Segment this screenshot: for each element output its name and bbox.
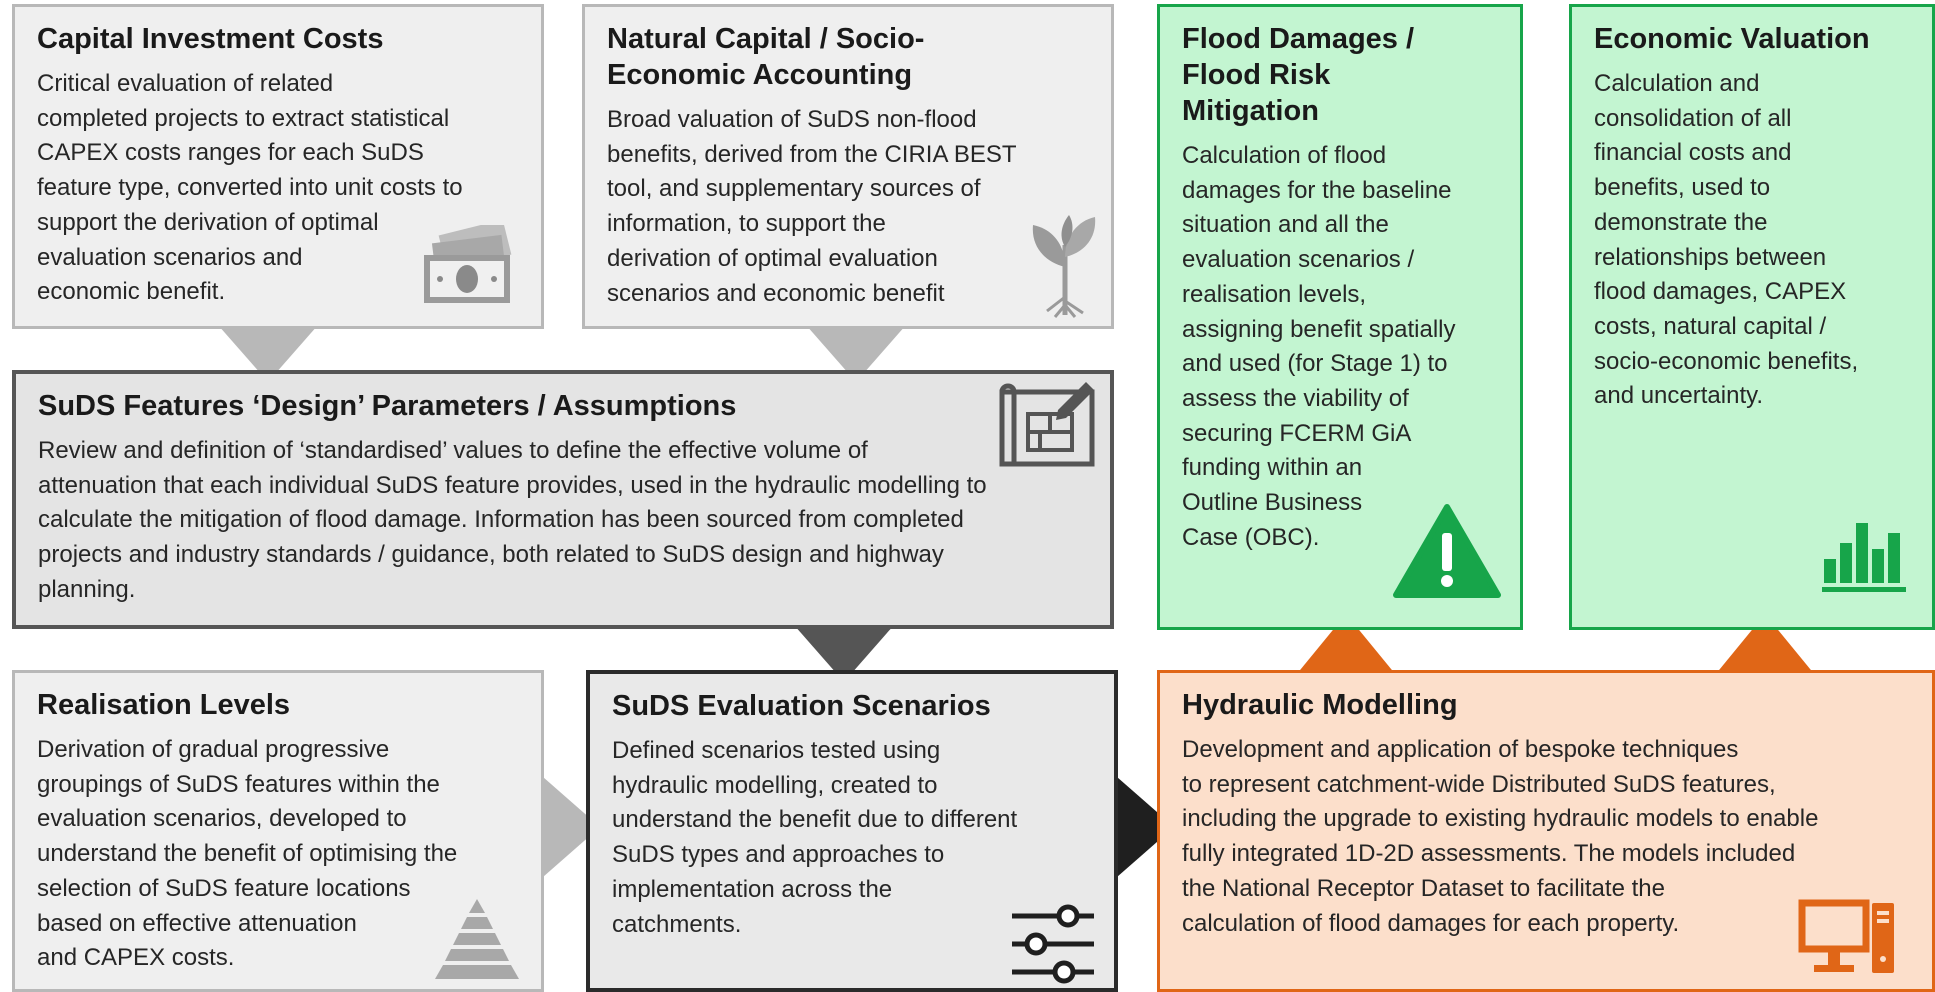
economic-valuation-box: Economic Valuation Calculation and conso…: [1569, 4, 1935, 630]
box-title: Economic Valuation: [1594, 23, 1870, 55]
arrow-design-to-scenarios: [794, 625, 894, 682]
box-title: Realisation Levels: [37, 689, 291, 721]
box-body: Critical evaluation of related completed…: [37, 70, 463, 306]
design-parameters-box: SuDS Features ‘Design’ Parameters / Assu…: [12, 370, 1114, 629]
arrow-realisation-to-scenarios: [543, 777, 600, 877]
natural-capital-box: Natural Capital / Socio- Economic Accoun…: [582, 4, 1114, 329]
pyramid-icon: [435, 899, 519, 979]
computer-icon: [1798, 899, 1894, 973]
hydraulic-modelling-box: Hydraulic Modelling Development and appl…: [1157, 670, 1935, 992]
evaluation-scenarios-box: SuDS Evaluation Scenarios Defined scenar…: [586, 670, 1118, 992]
box-title: SuDS Features ‘Design’ Parameters / Assu…: [38, 390, 737, 422]
bar-chart-icon: [1822, 523, 1906, 592]
blueprint-icon: [999, 382, 1095, 467]
box-title: Hydraulic Modelling: [1182, 689, 1458, 721]
box-title: SuDS Evaluation Scenarios: [612, 690, 991, 722]
arrow-capital-to-design: [218, 325, 318, 382]
arrow-natural-to-design: [806, 325, 906, 382]
realisation-levels-box: Realisation Levels Derivation of gradual…: [12, 670, 544, 992]
sliders-icon: [1012, 904, 1094, 984]
box-title: Natural Capital / Socio- Economic Accoun…: [607, 23, 925, 91]
box-body: Derivation of gradual progressive groupi…: [37, 736, 458, 972]
box-title: Flood Damages / Flood Risk Mitigation: [1182, 23, 1415, 127]
arrow-scenarios-to-hydraulic: [1117, 777, 1174, 877]
box-body: Defined scenarios tested using hydraulic…: [612, 737, 1018, 938]
flood-damages-box: Flood Damages / Flood Risk Mitigation Ca…: [1157, 4, 1523, 630]
box-body: Calculation of flood damages for the bas…: [1182, 142, 1456, 551]
box-body: Calculation and consolidation of all fin…: [1594, 70, 1859, 410]
box-body: Review and definition of ‘standardised’ …: [38, 437, 987, 603]
money-icon: [424, 225, 512, 303]
capital-investment-costs-box: Capital Investment Costs Critical evalua…: [12, 4, 544, 329]
box-title: Capital Investment Costs: [37, 23, 384, 55]
warning-icon: [1393, 504, 1501, 598]
arrow-hydraulic-to-economic: [1715, 614, 1815, 675]
box-body: Development and application of bespoke t…: [1182, 736, 1819, 937]
box-body: Broad valuation of SuDS non-flood benefi…: [607, 106, 1017, 307]
plant-icon: [1032, 215, 1096, 318]
arrow-hydraulic-to-flood: [1296, 614, 1396, 675]
